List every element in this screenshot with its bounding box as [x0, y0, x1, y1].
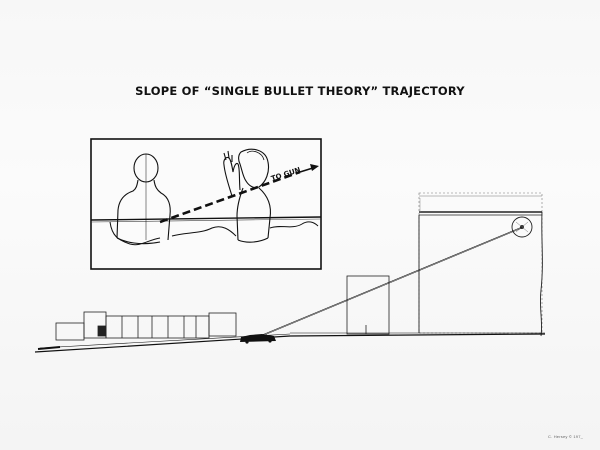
middle-building	[346, 275, 390, 335]
inset-trajectory-dashed	[159, 170, 301, 224]
sniper-window-marker	[511, 216, 533, 238]
trajectory-line-upper	[261, 226, 523, 336]
inset-arrowhead	[310, 164, 319, 171]
limousine	[240, 334, 276, 344]
inset-seat-line	[90, 216, 322, 221]
depository-building	[418, 192, 543, 337]
credit-line: C. Hersey © 197_	[548, 434, 584, 439]
front-figure	[223, 148, 271, 243]
inset-panel: TO GUN	[90, 138, 322, 270]
seat-drape	[109, 221, 319, 246]
inset-frame	[90, 138, 322, 270]
trajectory-line-lower	[261, 227, 523, 337]
diagram-title: SLOPE OF “SINGLE BULLET THEORY” TRAJECTO…	[135, 84, 465, 98]
rear-figure	[116, 153, 171, 245]
left-structures	[55, 311, 237, 341]
ground-lines	[34, 332, 546, 353]
trajectory-lines	[261, 226, 523, 337]
